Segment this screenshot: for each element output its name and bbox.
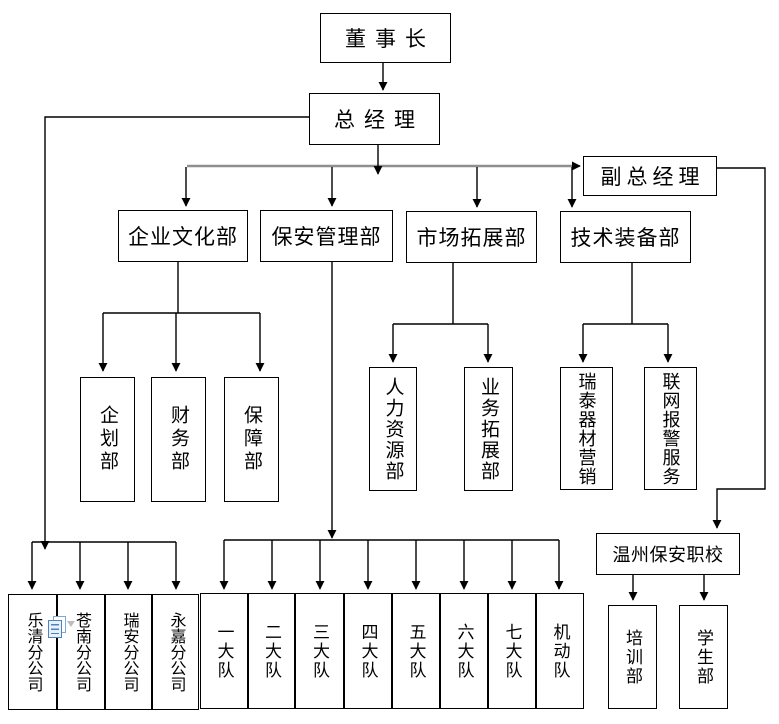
sub-network-alarm-service-box: 联网报警服务 [644,367,697,490]
brigade-1-box: 一大队 [200,593,248,709]
sub-support-dept-box: 保障部 [224,377,279,502]
brigade-2-box: 二大队 [248,593,295,709]
brigade-4-box: 四大队 [344,593,392,709]
branch-ruian-box: 瑞安分公司 [105,594,152,710]
dept-corporate-culture-box: 企业文化部 [118,210,248,262]
document-icon [48,616,66,638]
dept-security-management-box: 保安管理部 [260,210,393,262]
brigade-6-box: 六大队 [440,593,488,709]
branch-yongjia-box: 永嘉分公司 [152,594,199,710]
chairman-box: 董事长 [320,13,451,63]
general-manager-box: 总经理 [309,93,440,145]
deputy-general-manager-box: 副总经理 [583,156,717,196]
dept-market-development-box: 市场拓展部 [406,211,537,263]
document-front-page [48,620,62,638]
branch-cangnan-box: 苍南分公司 [57,594,105,710]
brigade-mobile-box: 机动队 [536,593,584,709]
sub-planning-dept-box: 企划部 [80,377,135,502]
brigade-5-box: 五大队 [392,593,440,709]
sub-finance-dept-box: 财务部 [151,377,206,502]
caret-down-icon [67,621,75,627]
sub-human-resources-box: 人力资源部 [369,367,417,491]
brigade-7-box: 七大队 [488,593,536,709]
school-student-dept-box: 学生部 [679,605,728,709]
school-training-dept-box: 培训部 [608,605,657,709]
sub-ruitai-equipment-marketing-box: 瑞泰器材营销 [560,367,613,490]
branch-yueqing-box: 乐清分公司 [8,594,57,710]
sub-business-development-box: 业务拓展部 [464,367,513,491]
security-vocational-school-box: 温州保安职校 [596,533,740,575]
dept-technical-equipment-box: 技术装备部 [560,211,691,263]
brigade-3-box: 三大队 [295,593,344,709]
